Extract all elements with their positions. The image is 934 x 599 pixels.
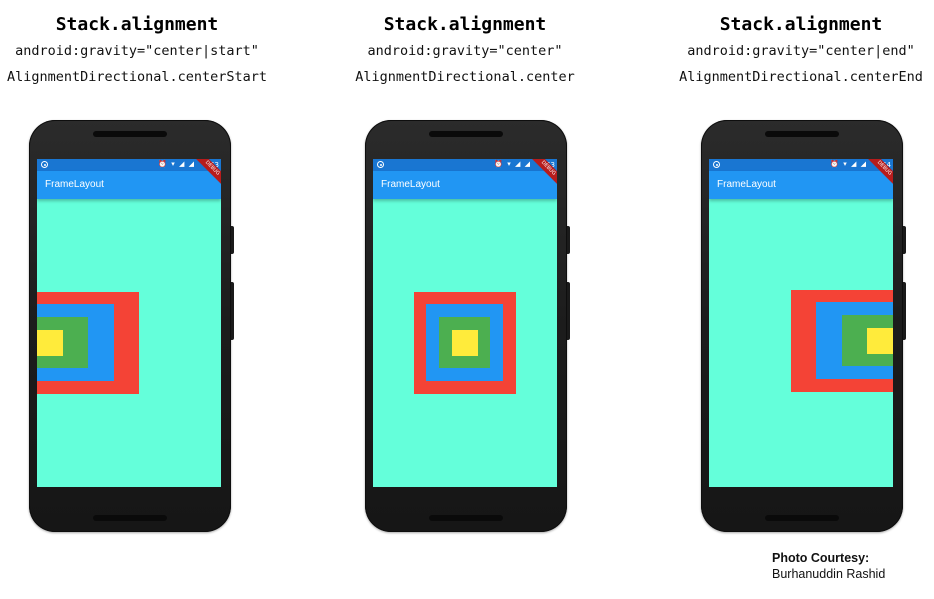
column-title: Stack.alignment xyxy=(719,14,883,35)
phone-speaker xyxy=(93,515,167,521)
app-screen: ⏰ ▾ ◢ ◢ 7:53 FrameLayout DEBUG xyxy=(37,159,221,487)
status-bar: ⏰ ▾ ◢ ◢ 7:53 xyxy=(373,159,557,171)
phone-mockup: ⏰ ▾ ◢ ◢ 7:54 FrameLayout DEBUG xyxy=(701,120,906,532)
column-title: Stack.alignment xyxy=(383,14,547,35)
location-icon xyxy=(713,161,720,168)
yellow-square xyxy=(452,330,478,356)
column-center-end: Stack.alignment android:gravity="center|… xyxy=(651,0,934,599)
app-title: FrameLayout xyxy=(45,179,104,190)
gravity-label: android:gravity="center|end" xyxy=(687,43,915,59)
status-icons: ⏰ ▾ ◢ ◢ xyxy=(830,160,867,168)
column-center: Stack.alignment android:gravity="center"… xyxy=(315,0,615,599)
volume-button xyxy=(567,282,570,340)
app-bar: FrameLayout xyxy=(37,171,221,199)
column-title: Stack.alignment xyxy=(55,14,219,35)
alignment-label: AlignmentDirectional.center xyxy=(355,69,575,85)
phone-speaker xyxy=(429,131,503,137)
gravity-label: android:gravity="center" xyxy=(367,43,563,59)
app-screen: ⏰ ▾ ◢ ◢ 7:53 FrameLayout DEBUG xyxy=(373,159,557,487)
yellow-square xyxy=(867,328,893,354)
status-icons: ⏰ ▾ ◢ ◢ xyxy=(158,160,195,168)
phone-speaker xyxy=(429,515,503,521)
power-button xyxy=(567,226,570,254)
volume-button xyxy=(231,282,234,340)
phone-mockup: ⏰ ▾ ◢ ◢ 7:53 FrameLayout DEBUG xyxy=(29,120,234,532)
status-bar: ⏰ ▾ ◢ ◢ 7:53 xyxy=(37,159,221,171)
power-button xyxy=(231,226,234,254)
app-title: FrameLayout xyxy=(717,179,776,190)
phone-speaker xyxy=(765,131,839,137)
credit-author: Burhanuddin Rashid xyxy=(772,567,886,581)
photo-credit: Photo Courtesy: Burhanuddin Rashid xyxy=(772,551,885,581)
app-bar: FrameLayout xyxy=(709,171,893,199)
location-icon xyxy=(41,161,48,168)
phone-speaker xyxy=(93,131,167,137)
phone-mockup: ⏰ ▾ ◢ ◢ 7:53 FrameLayout DEBUG xyxy=(365,120,570,532)
column-center-start: Stack.alignment android:gravity="center|… xyxy=(0,0,287,599)
volume-button xyxy=(903,282,906,340)
phone-speaker xyxy=(765,515,839,521)
power-button xyxy=(903,226,906,254)
gravity-label: android:gravity="center|start" xyxy=(15,43,259,59)
alignment-label: AlignmentDirectional.centerEnd xyxy=(679,69,923,85)
location-icon xyxy=(377,161,384,168)
yellow-square xyxy=(37,330,63,356)
app-title: FrameLayout xyxy=(381,179,440,190)
status-bar: ⏰ ▾ ◢ ◢ 7:54 xyxy=(709,159,893,171)
status-icons: ⏰ ▾ ◢ ◢ xyxy=(494,160,531,168)
app-screen: ⏰ ▾ ◢ ◢ 7:54 FrameLayout DEBUG xyxy=(709,159,893,487)
alignment-label: AlignmentDirectional.centerStart xyxy=(6,69,268,85)
credit-heading: Photo Courtesy: xyxy=(772,551,870,565)
app-bar: FrameLayout xyxy=(373,171,557,199)
